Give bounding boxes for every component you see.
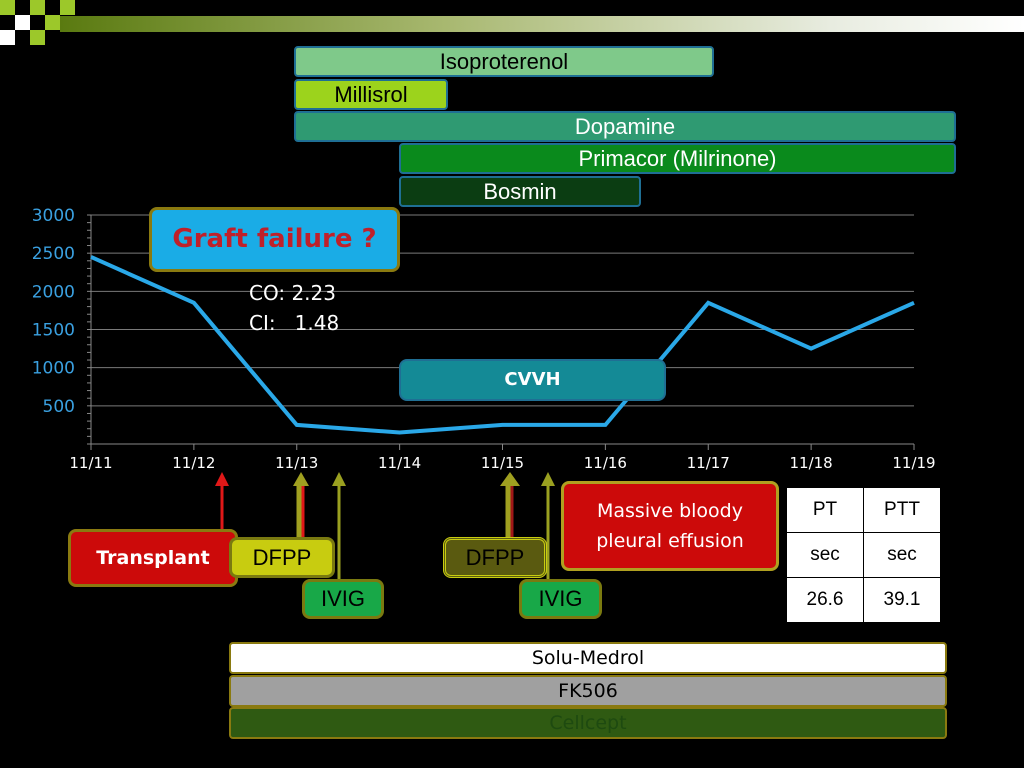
table-unit-pt: sec xyxy=(786,532,864,578)
lab-table: PT PTT sec sec 26.6 39.1 xyxy=(786,487,941,623)
series-line xyxy=(90,255,915,435)
y-tick-label: 1500 xyxy=(32,321,75,341)
table-row: sec sec xyxy=(786,532,941,578)
table-value-pt: 26.6 xyxy=(786,577,864,623)
drug-bar-isoproterenol: Isoproterenol xyxy=(294,46,714,77)
ivig1-box: IVIG xyxy=(302,579,384,619)
y-tick-label: 2500 xyxy=(32,244,75,264)
table-value-ptt: 39.1 xyxy=(863,577,941,623)
drug-bar-solu-medrol: Solu-Medrol xyxy=(229,642,947,674)
ivig1-arrow xyxy=(332,472,346,582)
ivig2-arrow xyxy=(541,472,555,582)
cvvh-bar: CVVH xyxy=(399,359,666,401)
drug-bar-fk506: FK506 xyxy=(229,675,947,707)
drug-bar-dopamine: Dopamine xyxy=(294,111,956,142)
x-tick-label: 11/18 xyxy=(790,454,833,472)
x-tick-label: 11/13 xyxy=(275,454,318,472)
y-tick-label: 3000 xyxy=(32,206,75,226)
y-tick-label: 1000 xyxy=(32,359,75,379)
dfpp1-arrow xyxy=(293,472,309,540)
corner-decoration xyxy=(0,0,1024,46)
drug-bar-millisrol: Millisrol xyxy=(294,79,448,110)
x-tick-label: 11/19 xyxy=(892,454,935,472)
table-header-ptt: PTT xyxy=(863,487,941,533)
dfpp2-arrow xyxy=(500,472,520,540)
x-tick-label: 11/14 xyxy=(378,454,421,472)
bloody-effusion-text: Massive bloody pleural effusion xyxy=(596,500,744,552)
graft-failure-callout: Graft failure ? xyxy=(149,207,400,272)
x-tick-label: 11/15 xyxy=(481,454,524,472)
y-tick-label: 500 xyxy=(43,397,75,417)
bloody-effusion-callout: Massive bloody pleural effusion xyxy=(561,481,779,571)
drug-bar-bosmin: Bosmin xyxy=(399,176,641,207)
x-tick-label: 11/16 xyxy=(584,454,627,472)
table-unit-ptt: sec xyxy=(863,532,941,578)
table-row: 26.6 39.1 xyxy=(786,577,941,623)
x-tick-label: 11/12 xyxy=(172,454,215,472)
co-value: CO: 2.23 xyxy=(249,281,336,305)
ivig2-box: IVIG xyxy=(519,579,602,619)
y-tick-label: 2000 xyxy=(32,282,75,302)
x-tick-label: 11/17 xyxy=(687,454,730,472)
drug-bar-primacor: Primacor (Milrinone) xyxy=(399,143,956,174)
table-row: PT PTT xyxy=(786,487,941,533)
dfpp2-box: DFPP xyxy=(443,537,547,578)
x-tick-label: 11/11 xyxy=(69,454,112,472)
ci-value: CI: 1.48 xyxy=(249,311,340,335)
line-chart: 500 1000 1500 2000 2500 3000 11/11 11/12 11/13 1… xyxy=(32,206,936,472)
drug-bar-cellcept: Cellcept xyxy=(229,707,947,739)
dfpp1-box: DFPP xyxy=(229,537,335,578)
transplant-box: Transplant xyxy=(68,529,238,587)
table-header-pt: PT xyxy=(786,487,864,533)
transplant-arrow xyxy=(215,472,229,530)
